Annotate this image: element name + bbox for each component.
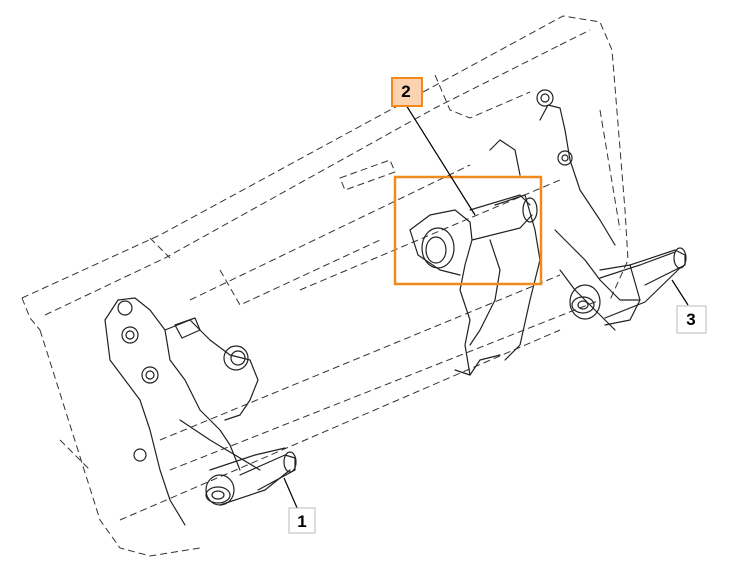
callout-2-label: 2 [401,82,410,101]
back-plate [21,15,629,557]
callout-1-label: 1 [297,512,306,531]
leader-line-2 [405,104,476,216]
left-pin [205,447,297,506]
highlight-box [393,175,543,286]
callout-3-label: 3 [686,310,695,329]
callout-2[interactable]: 2 [391,77,423,107]
right-pin [569,247,687,320]
left-bracket [104,297,261,526]
callout-3[interactable]: 3 [676,305,707,334]
callout-1[interactable]: 1 [288,507,316,534]
leader-line-1 [283,477,299,511]
center-bracket [409,194,541,376]
leader-line-3 [671,279,689,306]
right-bracket [489,89,641,331]
